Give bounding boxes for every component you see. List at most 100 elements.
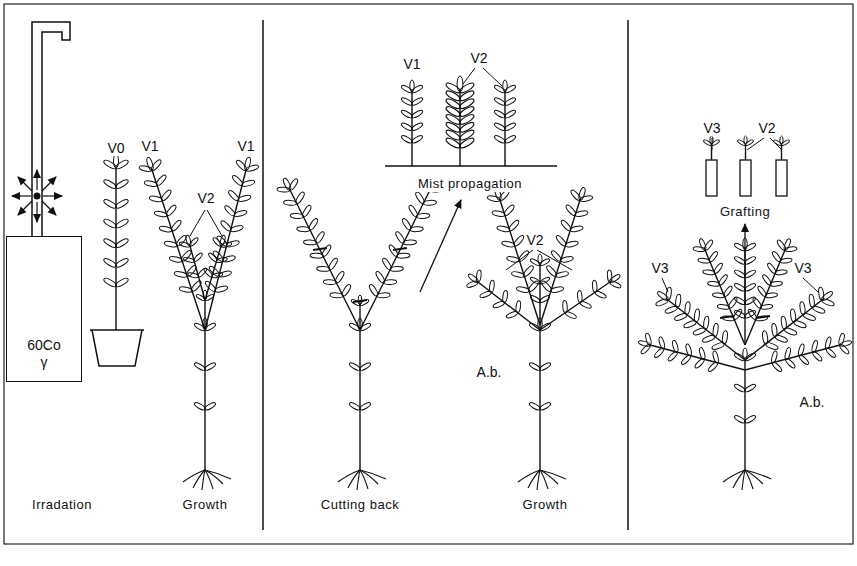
variant-label: V2 [756,120,777,136]
leaf [411,109,424,119]
root [360,470,386,479]
leaf [708,251,719,263]
leaf [718,274,729,286]
leaf [565,240,579,248]
leaf [401,109,414,119]
leaf [310,253,323,259]
leaf [592,280,597,292]
leaf [555,271,569,279]
leaf [550,286,564,294]
plant-stem [745,345,840,370]
leaf [115,237,130,248]
leaf [744,352,757,362]
stage-caption: Grafting [718,204,772,220]
leaf [297,226,310,232]
graft-stock [706,160,787,196]
leaf [401,84,414,94]
leaf [515,300,521,312]
leaf [744,242,757,252]
leaf [328,257,339,271]
plant-stem [711,145,712,160]
leaf [579,300,592,309]
leaf [838,333,845,346]
leaf [314,231,325,245]
leaf [410,226,423,232]
leaf [811,351,823,363]
leaf [530,294,542,303]
leaf [411,97,424,107]
leaf [675,294,681,308]
variant-label: V1 [235,138,256,154]
leaf [744,282,757,292]
leaf [765,341,779,350]
leaf [170,219,182,232]
leaf [712,323,718,337]
leaf [734,282,747,292]
leaf [377,292,390,298]
leaf [384,279,397,285]
leaf [494,84,507,94]
leaf [115,159,130,170]
leaf [811,340,818,353]
leaf [146,157,155,171]
leaf [775,269,787,275]
source-dot [34,193,41,200]
variant-label: V3 [701,120,722,136]
stage-caption: Irradation [30,497,94,513]
leaf [159,225,173,232]
leaf [539,362,552,372]
leaf [103,198,118,209]
leaf [401,97,414,107]
leaf [503,80,507,92]
leaf [518,249,530,262]
leaf [707,281,719,287]
leaf [115,218,130,229]
leaf [115,178,130,189]
leaf [774,334,788,343]
leaf [103,237,118,248]
leaf [824,336,831,349]
leaf [728,297,739,309]
plant-stem [359,305,360,330]
leaf [672,340,679,353]
plant-stem [540,200,580,325]
leaf [770,281,782,287]
leaf [529,362,542,372]
plant-stem [204,330,205,470]
leader-line [190,68,818,292]
leaf [160,189,172,202]
panel-divider [262,20,264,530]
leaf [793,320,807,329]
leaf [467,273,479,284]
leaf [180,249,192,262]
plant-stem [540,282,610,330]
frame [4,4,853,544]
leaf [712,351,719,364]
leaf [501,240,515,248]
leaf [784,347,791,360]
root [742,470,745,490]
leaf [703,269,715,275]
leaf [115,198,130,209]
leaf [818,287,824,301]
plant-stem [360,190,430,330]
leaf [821,298,835,307]
leaf [390,266,403,272]
leaf [103,159,118,170]
leaf [780,136,783,145]
leaf [503,204,515,217]
leaf [321,244,332,258]
leaf [283,200,296,206]
leaf [744,296,757,306]
stage-caption: Growth [521,497,570,513]
leaf [734,414,747,424]
leaf [103,277,118,288]
leaf [529,401,542,411]
variant-label: V2 [195,190,216,206]
leaf [684,301,690,315]
leaf [504,109,517,119]
leaf [698,238,707,251]
leaf [698,347,705,360]
leaf [539,276,551,285]
